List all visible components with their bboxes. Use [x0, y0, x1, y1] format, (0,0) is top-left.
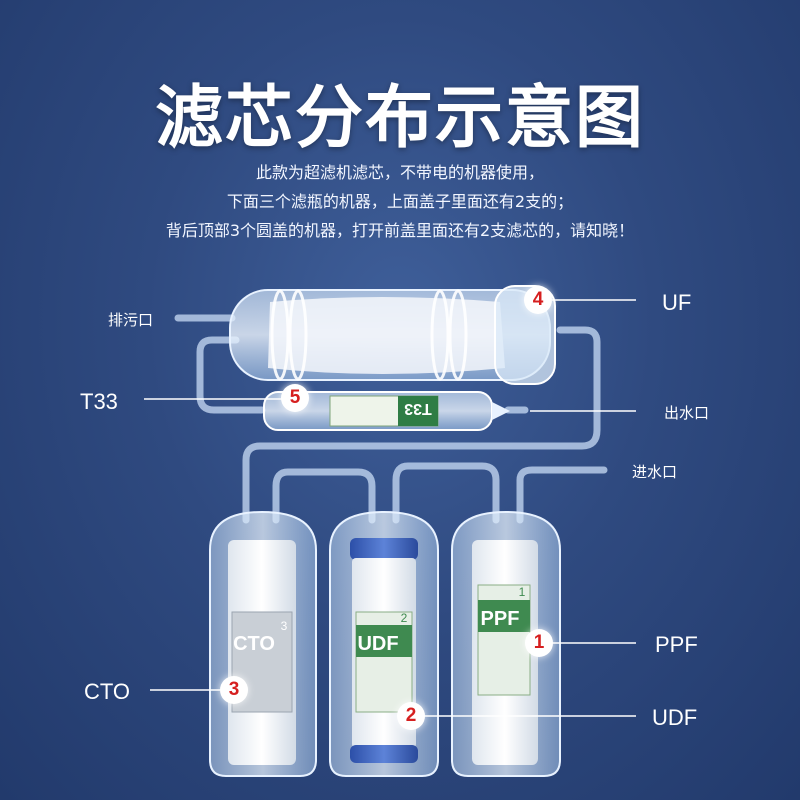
- description-line-1: 此款为超滤机滤芯，不带电的机器使用，: [255, 163, 544, 182]
- inlet-tube: [516, 466, 608, 524]
- ppf-label-band: [478, 600, 530, 632]
- udf-label-text: UDF: [357, 633, 398, 655]
- ppf-label-number: 1: [519, 585, 526, 599]
- ppf-to-udf-tube: [392, 462, 500, 524]
- label-t33: T33: [80, 389, 118, 414]
- cto-label-text: CTO: [233, 633, 275, 655]
- badge-cto: 3: [220, 676, 248, 704]
- ppf-filter: PPF 1: [451, 510, 561, 777]
- t33-label-text: T33: [404, 400, 432, 417]
- pointer-lines: [144, 299, 636, 717]
- description-line-3: 背后顶部3个圆盖的机器，打开前盖里面还有2支滤芯的，请知晓！: [165, 221, 635, 240]
- t33-label-band: [398, 396, 438, 426]
- ppf-label-text: PPF: [481, 608, 520, 630]
- badge-t33: 5: [281, 384, 309, 412]
- cto-label-number: 3: [281, 619, 288, 633]
- udf-to-cto-tube: [272, 468, 376, 524]
- label-outlet: 出水口: [664, 404, 710, 422]
- label-ppf: PPF: [655, 632, 698, 657]
- cto-filter: CTO 3: [209, 510, 317, 777]
- label-inlet: 进水口: [632, 463, 678, 481]
- udf-label-number: 2: [401, 611, 408, 625]
- t33-nozzle: [492, 402, 510, 420]
- uf-right-loop-tube: [242, 326, 601, 524]
- badge-uf: 4: [524, 286, 552, 314]
- udf-bottom-cap: [350, 745, 418, 763]
- label-uf: UF: [662, 290, 692, 315]
- description: 此款为超滤机滤芯，不带电的机器使用， 下面三个滤瓶的机器，上面盖子里面还有2支的…: [0, 158, 800, 245]
- label-udf: UDF: [652, 705, 698, 730]
- uf-to-t33-tube: [196, 336, 266, 414]
- udf-top-cap: [350, 538, 418, 560]
- badge-udf: 2: [397, 702, 425, 730]
- tubing: [174, 314, 608, 524]
- badge-ppf: 1: [525, 629, 553, 657]
- t33-cartridge: T33: [263, 391, 510, 431]
- label-drain: 排污口: [108, 311, 154, 329]
- uf-membrane: [229, 285, 556, 385]
- udf-label-band: [356, 625, 412, 657]
- description-line-2: 下面三个滤瓶的机器，上面盖子里面还有2支的；: [226, 192, 574, 211]
- udf-filter: UDF 2: [329, 510, 439, 777]
- label-cto: CTO: [84, 679, 131, 704]
- page-title: 滤芯分布示意图: [154, 79, 645, 158]
